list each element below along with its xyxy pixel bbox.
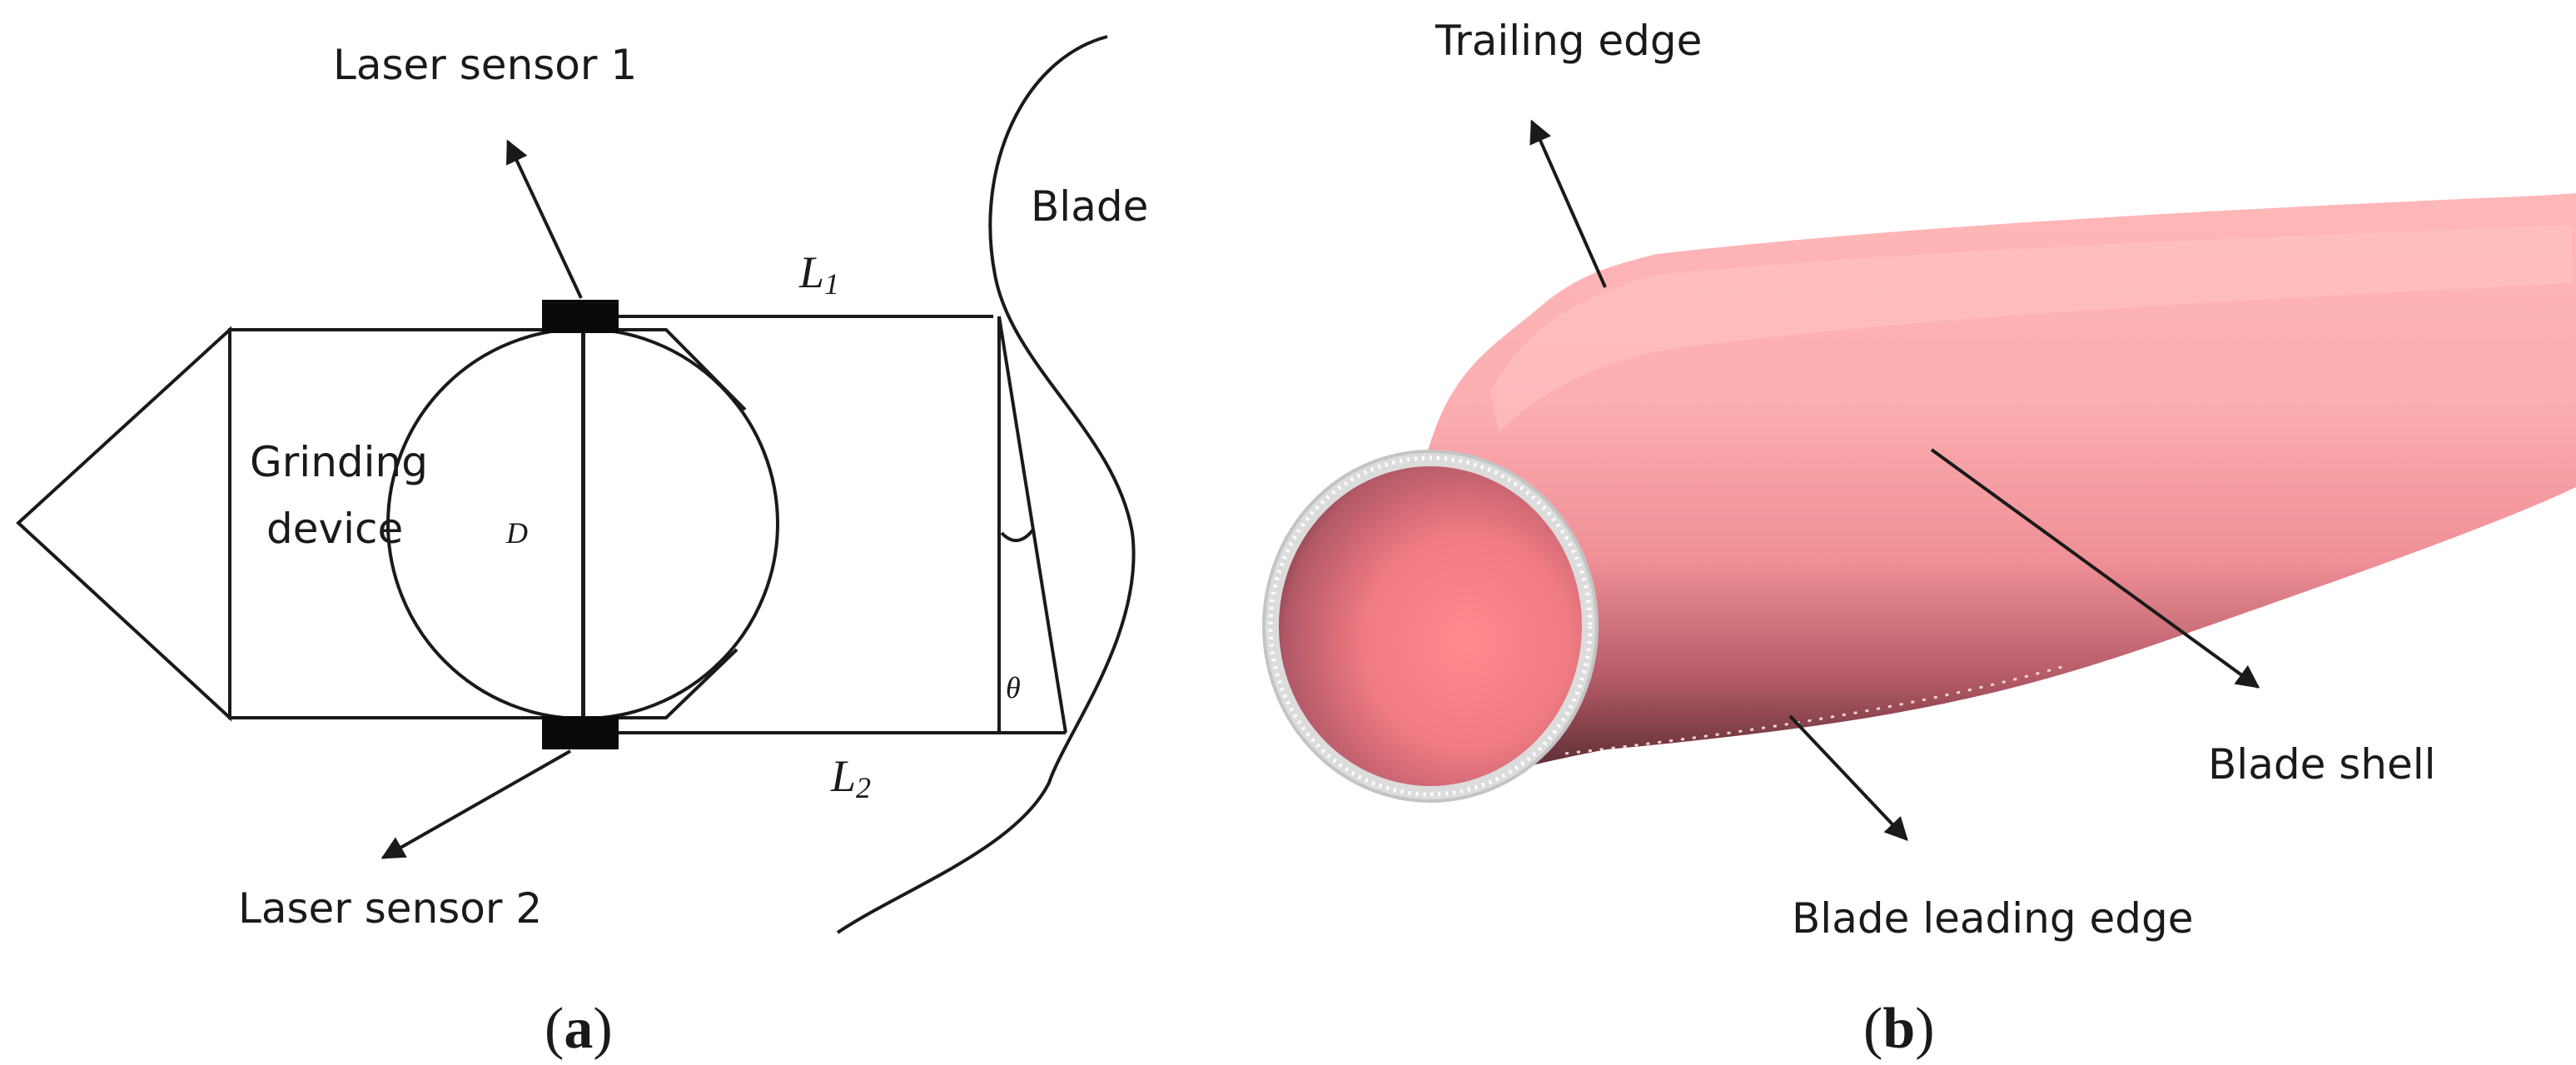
sensor-1-arrow — [506, 139, 583, 299]
device-bevel-top — [584, 328, 747, 411]
laser-sensor-2-label: Laser sensor 2 — [238, 884, 542, 933]
blade-shell-label: Blade shell — [2208, 740, 2436, 789]
diameter-label: D — [505, 516, 528, 550]
caption-a: (a) — [545, 997, 613, 1061]
caption-a-close: ) — [593, 997, 612, 1061]
laser-sensor-1-label: Laser sensor 1 — [333, 41, 637, 89]
caption-a-letter: a — [564, 997, 593, 1061]
theta-arc — [1000, 528, 1035, 542]
blade-highlight — [1490, 225, 2573, 433]
l2-subscript: 2 — [856, 771, 871, 804]
panel-b: Trailing edge Blade shell Blade leading … — [1262, 17, 2576, 1061]
laser-sensor-2-block — [542, 716, 619, 749]
blade-label: Blade — [1031, 182, 1148, 231]
root-rim-dots — [1268, 455, 1593, 797]
l2-letter: L — [830, 751, 856, 801]
blade-profile — [836, 35, 1136, 934]
l2-label: L2 — [830, 751, 871, 804]
leading-edge-label: Blade leading edge — [1792, 894, 2193, 943]
trailing-edge-label: Trailing edge — [1435, 17, 1702, 65]
l1-label: L1 — [798, 247, 839, 301]
l1-subscript: 1 — [824, 267, 839, 301]
caption-b: (b) — [1863, 997, 1935, 1061]
grinding-device-outline — [16, 326, 231, 722]
root-interior — [1279, 466, 1582, 786]
inclined-line — [997, 316, 1067, 734]
caption-b-close: ) — [1915, 997, 1934, 1061]
caption-b-open: ( — [1863, 997, 1882, 1061]
laser-sensor-1-block — [542, 300, 619, 333]
caption-b-letter: b — [1882, 997, 1915, 1061]
caption-a-open: ( — [545, 997, 564, 1061]
panel-a: Laser sensor 1 Laser sensor 2 Blade Grin… — [16, 35, 1148, 1061]
sensor-2-arrow — [380, 749, 571, 859]
leading-edge-arrow — [1788, 714, 1908, 842]
grinding-label-line2: device — [266, 505, 403, 553]
l1-letter: L — [798, 247, 824, 297]
trailing-edge-arrow — [1529, 119, 1607, 288]
blade-shell-arrow — [1930, 448, 2260, 689]
device-bevel-bottom — [584, 648, 738, 719]
theta-label: θ — [1006, 671, 1021, 704]
grinding-label-line1: Grinding — [250, 438, 428, 486]
